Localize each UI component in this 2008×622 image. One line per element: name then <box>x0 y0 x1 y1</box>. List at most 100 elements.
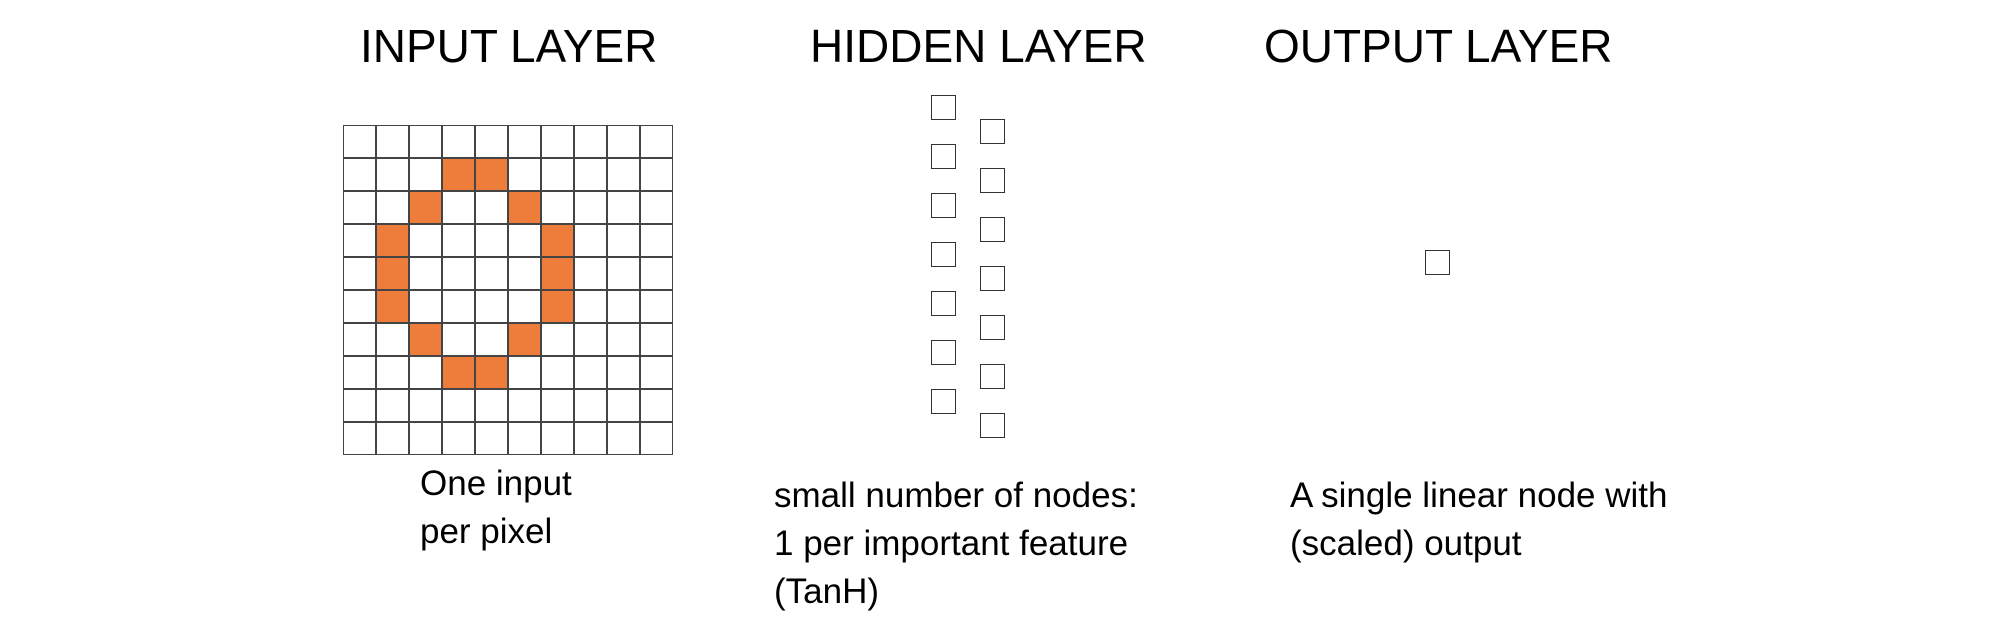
pixel-cell <box>574 323 607 356</box>
output-layer-caption: A single linear node with (scaled) outpu… <box>1290 472 1667 568</box>
pixel-cell <box>376 356 409 389</box>
pixel-cell <box>343 257 376 290</box>
pixel-cell-filled <box>376 257 409 290</box>
pixel-cell-filled <box>376 224 409 257</box>
input-layer-caption: One input per pixel <box>420 460 572 556</box>
hidden-node <box>931 144 956 169</box>
pixel-cell <box>574 158 607 191</box>
output-caption-line: A single linear node with <box>1290 476 1668 515</box>
input-caption-line: One input <box>420 464 572 503</box>
pixel-cell-filled <box>475 158 508 191</box>
pixel-cell <box>541 125 574 158</box>
pixel-cell-filled <box>409 191 442 224</box>
pixel-cell <box>607 389 640 422</box>
pixel-cell <box>640 158 673 191</box>
hidden-node <box>980 364 1005 389</box>
hidden-node <box>980 315 1005 340</box>
pixel-cell <box>508 290 541 323</box>
hidden-node <box>980 413 1005 438</box>
pixel-cell <box>343 356 376 389</box>
pixel-cell <box>343 389 376 422</box>
pixel-cell <box>442 422 475 455</box>
pixel-cell <box>640 125 673 158</box>
pixel-cell-filled <box>376 290 409 323</box>
pixel-cell <box>541 389 574 422</box>
pixel-cell <box>376 389 409 422</box>
hidden-node <box>931 95 956 120</box>
pixel-cell <box>343 158 376 191</box>
hidden-node <box>980 266 1005 291</box>
output-caption-line: (scaled) output <box>1290 524 1522 563</box>
pixel-cell <box>475 224 508 257</box>
hidden-caption-line: (TanH) <box>774 572 880 611</box>
pixel-cell <box>409 125 442 158</box>
pixel-cell <box>442 125 475 158</box>
pixel-cell <box>343 224 376 257</box>
pixel-cell <box>475 290 508 323</box>
pixel-cell <box>574 422 607 455</box>
pixel-cell <box>508 356 541 389</box>
pixel-cell <box>541 422 574 455</box>
pixel-cell <box>475 191 508 224</box>
pixel-cell <box>409 356 442 389</box>
pixel-cell-filled <box>508 191 541 224</box>
pixel-cell <box>475 422 508 455</box>
pixel-cell <box>409 290 442 323</box>
pixel-cell <box>442 290 475 323</box>
pixel-cell <box>442 323 475 356</box>
pixel-cell <box>640 356 673 389</box>
pixel-cell <box>475 389 508 422</box>
pixel-cell <box>376 158 409 191</box>
hidden-node <box>980 168 1005 193</box>
hidden-caption-line: small number of nodes: <box>774 476 1138 515</box>
pixel-cell <box>574 191 607 224</box>
pixel-cell <box>640 191 673 224</box>
pixel-cell <box>508 224 541 257</box>
input-pixel-grid <box>343 125 673 455</box>
pixel-cell <box>640 422 673 455</box>
hidden-node <box>980 119 1005 144</box>
hidden-node <box>931 389 956 414</box>
pixel-cell <box>607 290 640 323</box>
pixel-cell <box>574 125 607 158</box>
pixel-cell <box>541 158 574 191</box>
pixel-cell <box>376 125 409 158</box>
pixel-cell <box>409 257 442 290</box>
pixel-cell-filled <box>442 158 475 191</box>
input-caption-line: per pixel <box>420 512 553 551</box>
pixel-cell <box>640 323 673 356</box>
pixel-cell <box>541 323 574 356</box>
pixel-cell <box>376 191 409 224</box>
pixel-cell <box>607 356 640 389</box>
pixel-cell <box>607 191 640 224</box>
pixel-cell <box>607 158 640 191</box>
hidden-layer-caption: small number of nodes: 1 per important f… <box>774 472 1138 616</box>
pixel-cell <box>442 224 475 257</box>
pixel-cell <box>508 158 541 191</box>
input-layer-heading: INPUT LAYER <box>360 20 658 72</box>
pixel-cell <box>607 323 640 356</box>
pixel-cell-filled <box>442 356 475 389</box>
pixel-cell <box>442 191 475 224</box>
pixel-cell <box>343 323 376 356</box>
pixel-cell <box>343 422 376 455</box>
pixel-cell <box>409 224 442 257</box>
pixel-cell <box>508 422 541 455</box>
pixel-cell <box>409 158 442 191</box>
hidden-node <box>980 217 1005 242</box>
pixel-cell <box>607 257 640 290</box>
pixel-cell <box>409 389 442 422</box>
pixel-cell <box>541 191 574 224</box>
pixel-cell-filled <box>541 257 574 290</box>
pixel-cell <box>475 125 508 158</box>
pixel-cell-filled <box>475 356 508 389</box>
pixel-cell <box>343 290 376 323</box>
pixel-cell <box>640 290 673 323</box>
pixel-cell <box>640 224 673 257</box>
pixel-cell <box>475 257 508 290</box>
pixel-cell <box>541 356 574 389</box>
pixel-cell <box>574 389 607 422</box>
output-layer-heading: OUTPUT LAYER <box>1264 20 1613 72</box>
pixel-cell-filled <box>508 323 541 356</box>
